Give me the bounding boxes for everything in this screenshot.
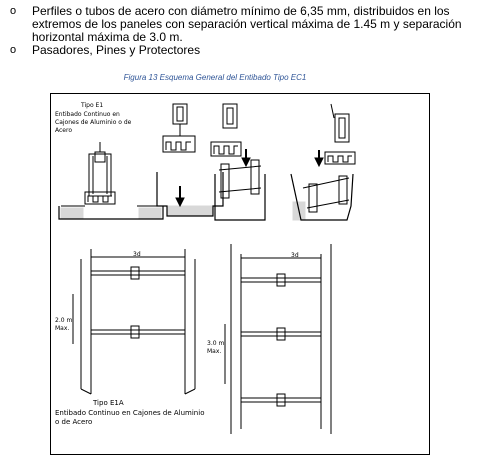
bullet-list: o Perfiles o tubos de acero con diámetro… bbox=[8, 5, 488, 57]
e1a-section-left bbox=[72, 249, 196, 395]
shoring-drawing bbox=[58, 103, 356, 434]
type-e1-description: Entibado Continuo en Cajones de Aluminio… bbox=[55, 111, 132, 134]
bullet-text: Perfiles o tubos de acero con diámetro m… bbox=[32, 4, 462, 44]
dimension-top-left: 3d bbox=[133, 251, 141, 258]
bullet-item: o Pasadores, Pines y Protectores bbox=[8, 44, 488, 57]
bullet-item: o Perfiles o tubos de acero con diámetro… bbox=[8, 5, 488, 44]
bullet-marker: o bbox=[10, 44, 17, 56]
figure-caption: Figura 13 Esquema General del Entibado T… bbox=[123, 73, 307, 82]
stage-2-box bbox=[156, 103, 224, 217]
stage-1-trench bbox=[58, 142, 164, 220]
e1a-section-right bbox=[224, 244, 332, 434]
stage-3-box bbox=[210, 103, 266, 221]
stage-4-box bbox=[290, 103, 356, 221]
dimension-side-right: 3.0 m Max. bbox=[207, 340, 225, 355]
dimension-top-right: 3d bbox=[291, 252, 299, 259]
shoring-figure: Tipo E1 Entibado Continuo en Cajones de … bbox=[50, 93, 430, 455]
type-e1a-description: Entibado Continuo en Cajones de Aluminio… bbox=[55, 409, 205, 426]
bullet-marker: o bbox=[10, 5, 17, 17]
bullet-text: Pasadores, Pines y Protectores bbox=[32, 43, 201, 57]
type-e1-title: Tipo E1 bbox=[81, 102, 104, 109]
dimension-side-left: 2.0 m Max. bbox=[55, 317, 73, 332]
type-e1a-title: Tipo E1A bbox=[93, 399, 124, 407]
